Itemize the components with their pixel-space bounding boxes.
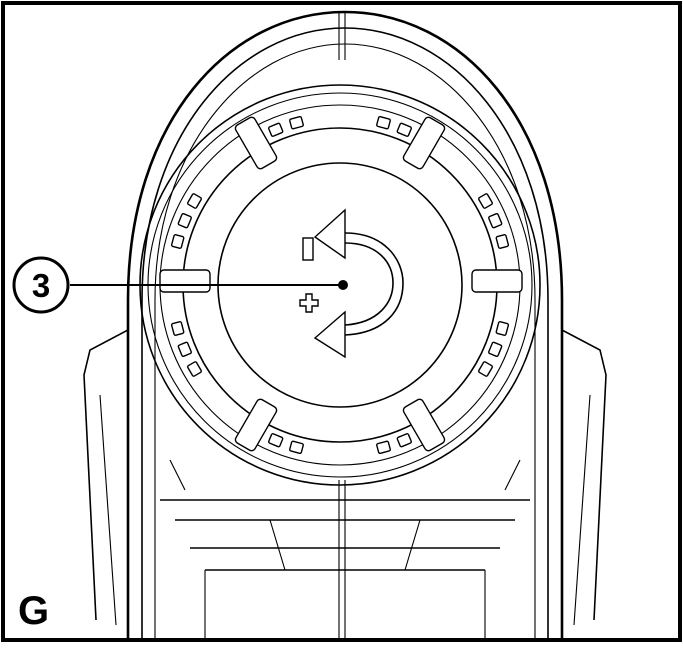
collar-tooth <box>268 433 284 448</box>
collar-tooth <box>495 321 510 336</box>
collar-tooth <box>187 361 202 377</box>
collar-tabs <box>159 116 523 452</box>
plus-sign <box>299 293 319 313</box>
callout-number: 3 <box>32 267 50 304</box>
callout-3: 3 <box>12 256 348 314</box>
panel-label: G <box>18 589 49 633</box>
tool-housing <box>83 10 607 640</box>
collar-tooth <box>488 341 503 357</box>
collar-tooth <box>488 213 503 229</box>
collar-tooth <box>396 433 412 448</box>
collar-tooth <box>396 122 412 137</box>
minus-sign <box>302 237 314 261</box>
collar-tooth <box>187 193 202 209</box>
collar-tooth <box>268 122 284 137</box>
collar-tooth <box>289 115 304 130</box>
collar-tooth <box>289 440 304 455</box>
collar-tooth <box>478 361 493 377</box>
collar-tooth <box>478 193 493 209</box>
collar-tooth <box>376 115 391 130</box>
collar-tooth <box>177 213 192 229</box>
rotate-arrows-icon <box>313 208 404 359</box>
collar-tooth <box>177 341 192 357</box>
collar-tooth <box>170 234 185 249</box>
collar-tooth <box>495 234 510 249</box>
collar-tooth <box>376 440 391 455</box>
collar-tooth <box>170 321 185 336</box>
